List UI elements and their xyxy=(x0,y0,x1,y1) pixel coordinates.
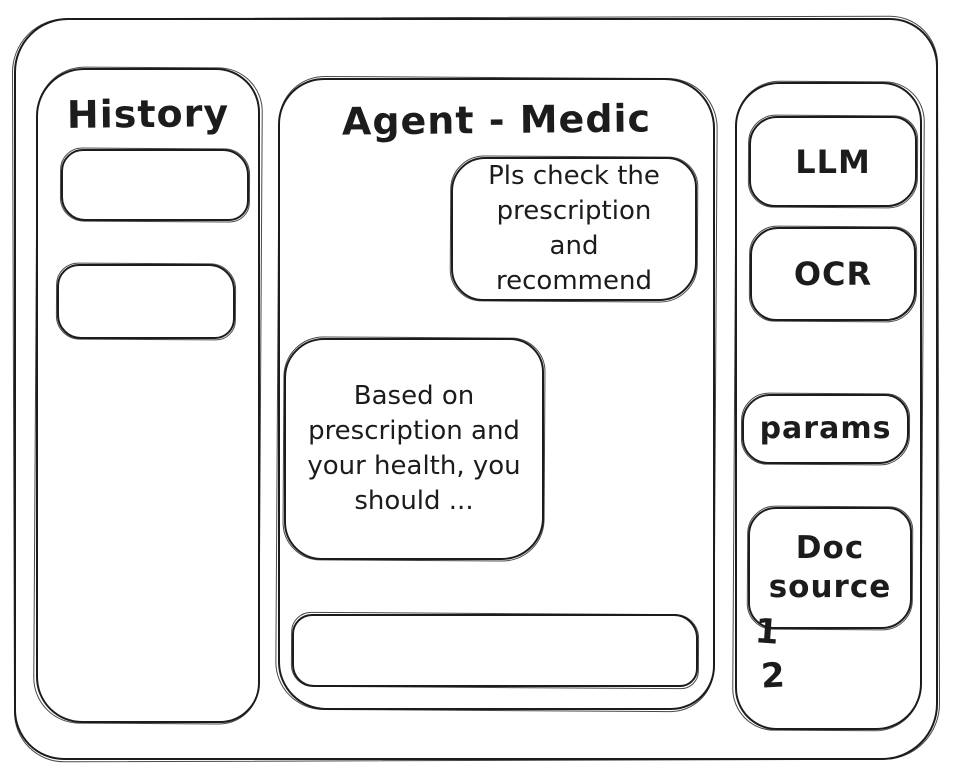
chat-panel-title: Agent - Medic xyxy=(341,96,652,144)
history-panel-title: History xyxy=(66,91,230,137)
chat-message-user: Pls check the prescription and recommend xyxy=(451,157,697,301)
chat-message-assistant-text: Based on prescription and your health, y… xyxy=(307,380,521,517)
history-item[interactable] xyxy=(57,264,235,339)
chat-message-user-text: Pls check the prescription and recommend xyxy=(488,160,660,297)
doc-source-entry-2: 2 xyxy=(759,655,786,697)
tool-doc-source-label: Doc source xyxy=(768,530,892,605)
tool-doc-source-button[interactable]: Doc source xyxy=(748,507,912,629)
doc-source-entry-1: 1 xyxy=(753,611,781,653)
chat-message-assistant: Based on prescription and your health, y… xyxy=(284,338,544,560)
history-panel: History xyxy=(36,68,260,723)
tool-ocr-button[interactable]: OCR xyxy=(750,227,916,321)
tool-params-label: params xyxy=(759,411,892,447)
chat-input[interactable] xyxy=(294,616,696,685)
tool-llm-label: LLM xyxy=(795,142,871,181)
tool-llm-button[interactable]: LLM xyxy=(749,116,917,207)
tool-params-button[interactable]: params xyxy=(742,394,909,464)
chat-input-bar[interactable] xyxy=(292,614,698,687)
history-item[interactable] xyxy=(61,149,249,221)
chat-panel: Agent - Medic Pls check the prescription… xyxy=(278,78,715,710)
tools-panel: LLM OCR params Doc source 1 2 xyxy=(735,82,922,730)
tool-ocr-label: OCR xyxy=(793,255,873,293)
